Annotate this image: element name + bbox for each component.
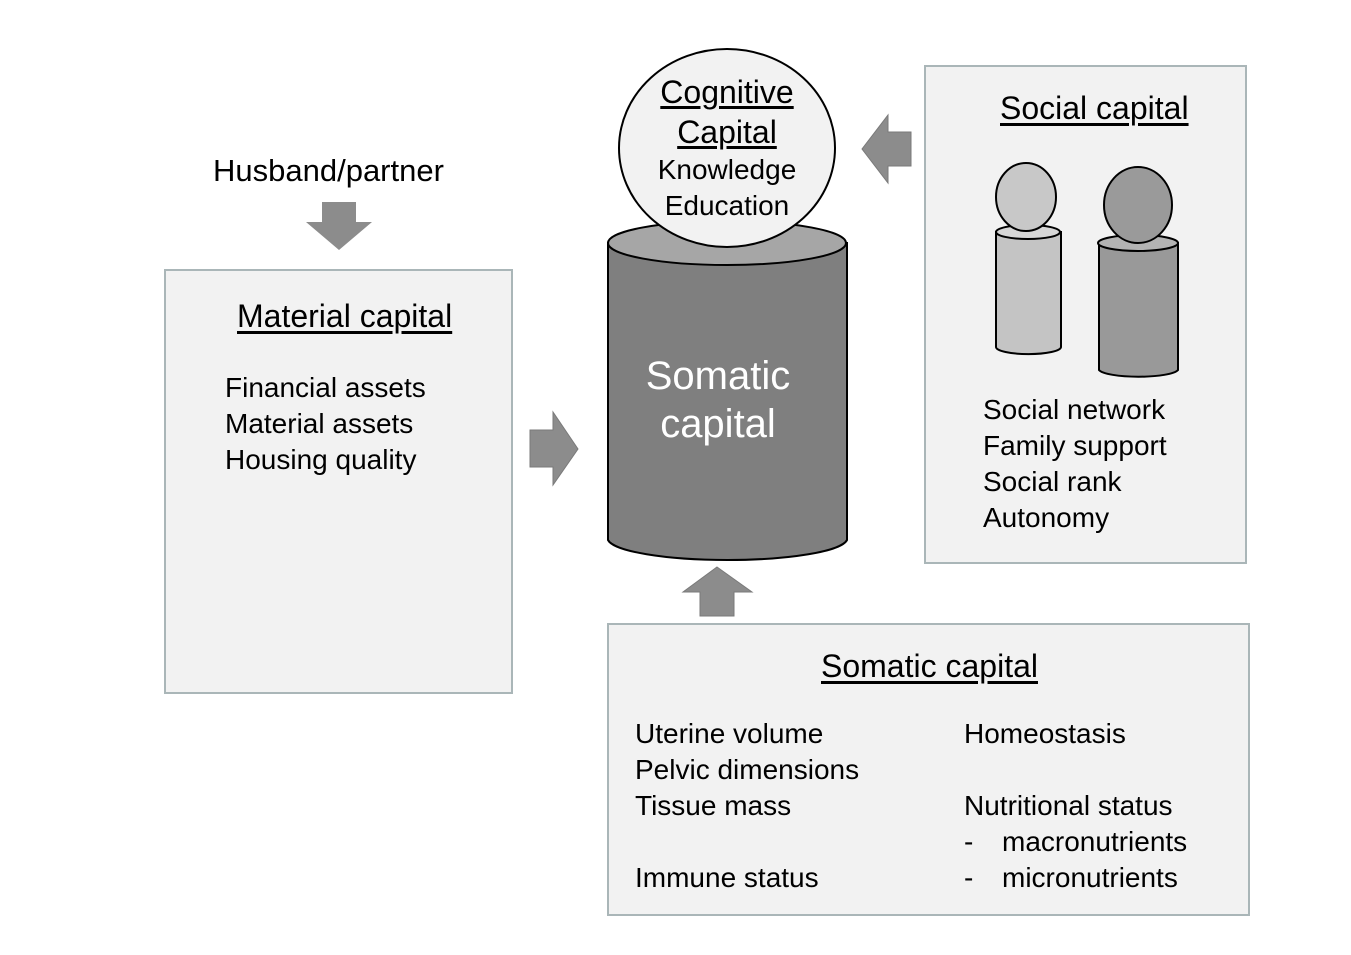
material-capital-panel — [164, 269, 513, 694]
left-arrow-icon — [861, 113, 912, 185]
bullet-dash: - — [964, 862, 974, 893]
husband-partner-label: Husband/partner — [213, 153, 444, 188]
material-item: Housing quality — [225, 444, 417, 475]
cognitive-circle — [618, 48, 836, 248]
cognitive-item: Knowledge — [657, 154, 797, 185]
somatic-subitem: -macronutrients — [964, 824, 1187, 860]
material-capital-title: Material capital — [237, 298, 453, 334]
down-arrow-icon — [306, 202, 372, 250]
person-dark-icon — [1097, 166, 1179, 378]
somatic-subitem: -micronutrients — [964, 860, 1178, 896]
social-items-list: Social network Family support Social ran… — [983, 392, 1167, 536]
cylinder-label-line2: capital — [660, 402, 776, 446]
cognitive-capital-label: Cognitive Capital Knowledge Education — [620, 72, 834, 224]
right-arrow-icon — [529, 410, 579, 487]
subitem-label: macronutrients — [1002, 826, 1188, 857]
somatic-capital-panel — [607, 623, 1250, 916]
somatic-cylinder — [607, 220, 848, 561]
social-capital-panel — [924, 65, 1247, 564]
up-arrow-icon — [681, 566, 754, 617]
somatic-capital-title: Somatic capital — [821, 648, 1038, 684]
bullet-dash: - — [964, 826, 974, 857]
somatic-left-item: Uterine volume — [635, 718, 824, 749]
somatic-left-item: Tissue mass — [635, 790, 792, 821]
social-item: Family support — [983, 430, 1167, 461]
subitem-label: micronutrients — [1002, 862, 1178, 893]
somatic-right-item: Nutritional status — [964, 790, 1173, 821]
cylinder-label-line1: Somatic — [645, 354, 791, 398]
material-items-list: Financial assets Material assets Housing… — [225, 370, 426, 478]
material-item: Material assets — [225, 408, 414, 439]
somatic-left-item: Immune status — [635, 862, 819, 893]
somatic-cylinder-label: Somatic capital — [608, 352, 828, 448]
social-capital-title: Social capital — [1000, 90, 1189, 126]
cognitive-title-line1: Cognitive — [660, 74, 794, 110]
material-item: Financial assets — [225, 372, 426, 403]
social-item: Autonomy — [983, 502, 1110, 533]
cognitive-title-line2: Capital — [677, 114, 777, 150]
somatic-left-item: Pelvic dimensions — [635, 754, 860, 785]
somatic-right-item: Homeostasis — [964, 718, 1126, 749]
cognitive-item: Education — [664, 190, 790, 221]
social-item: Social network — [983, 394, 1166, 425]
person-light-icon — [995, 162, 1062, 356]
social-item: Social rank — [983, 466, 1122, 497]
